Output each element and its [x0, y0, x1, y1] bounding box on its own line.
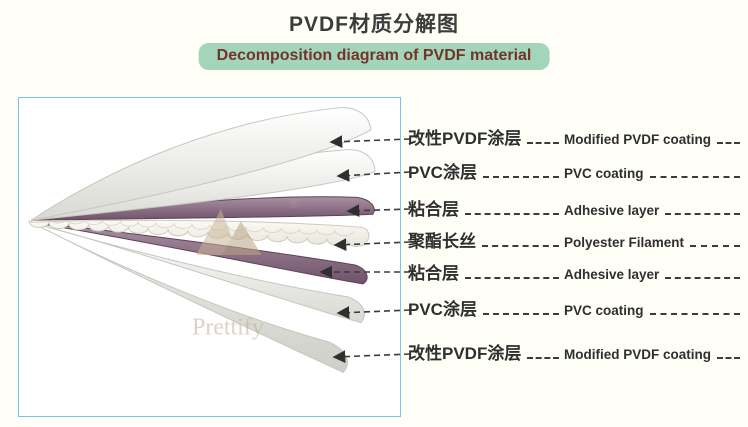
leader-dash [527, 357, 559, 359]
layer-label-row: 改性PVDF涂层 Modified PVDF coating [408, 123, 740, 149]
layer-label-row: 粘合层 Adhesive layer [408, 194, 740, 220]
leader-dash [649, 176, 740, 178]
layer-label-row: PVC涂层 PVC coating [408, 157, 740, 183]
leader-dash [482, 176, 559, 178]
filament-texture-line [48, 217, 354, 237]
leader-dash [665, 277, 740, 279]
leader-dash [465, 213, 559, 215]
layer-label-cn: 改性PVDF涂层 [408, 128, 522, 148]
page-title: PVDF材质分解图 [288, 13, 459, 36]
layer-shape-bottom-pvdf [30, 221, 348, 373]
leader-dash [465, 277, 559, 279]
layer-label-cn: 粘合层 [408, 263, 459, 283]
diagram-frame: ® Prettify [18, 97, 401, 417]
leader-dash [717, 357, 740, 359]
layer-shape-bottom-pvc [30, 221, 365, 324]
layer-label-en: Adhesive layer [564, 203, 660, 218]
layer-label-en: PVC coating [564, 166, 644, 181]
layer-label-row: 粘合层 Adhesive layer [408, 258, 740, 284]
layer-label-cn: 改性PVDF涂层 [408, 343, 522, 363]
layer-label-cn: 聚酯长丝 [408, 231, 476, 251]
layer-label-cn: 粘合层 [408, 199, 459, 219]
layer-label-en: Modified PVDF coating [564, 347, 711, 362]
leader-dash [665, 213, 740, 215]
layer-label-cn: PVC涂层 [408, 299, 477, 319]
layer-label-en: Adhesive layer [564, 267, 660, 282]
watermark-mountain-icon [196, 209, 239, 256]
layer-label-row: PVC涂层 PVC coating [408, 294, 740, 320]
watermark-brand: Prettify [192, 315, 264, 341]
leader-dash [690, 245, 740, 247]
watermark-mountain-icon [221, 221, 262, 256]
layer-label-en: Polyester Filament [564, 235, 685, 250]
layer-label-en: PVC coating [564, 303, 644, 318]
leader-dash [649, 313, 740, 315]
layer-label-row: 改性PVDF涂层 Modified PVDF coating [408, 338, 740, 364]
page-subtitle: Decomposition diagram of PVDF material [198, 43, 550, 70]
layer-label-en: Modified PVDF coating [564, 132, 711, 147]
leader-dash [527, 142, 559, 144]
layer-label-row: 聚酯长丝 Polyester Filament [408, 226, 740, 252]
watermark-registered-icon: ® [289, 195, 299, 210]
layer-label-cn: PVC涂层 [408, 162, 477, 182]
layer-shape-bottom-adhesive [31, 221, 368, 285]
watermark: ® Prettify [192, 195, 299, 340]
layers-illustration: ® Prettify [28, 107, 376, 373]
layer-shape-top-pvdf [30, 107, 372, 221]
leader-dash [482, 245, 559, 247]
leader-dash [717, 142, 740, 144]
leader-dash [482, 313, 559, 315]
